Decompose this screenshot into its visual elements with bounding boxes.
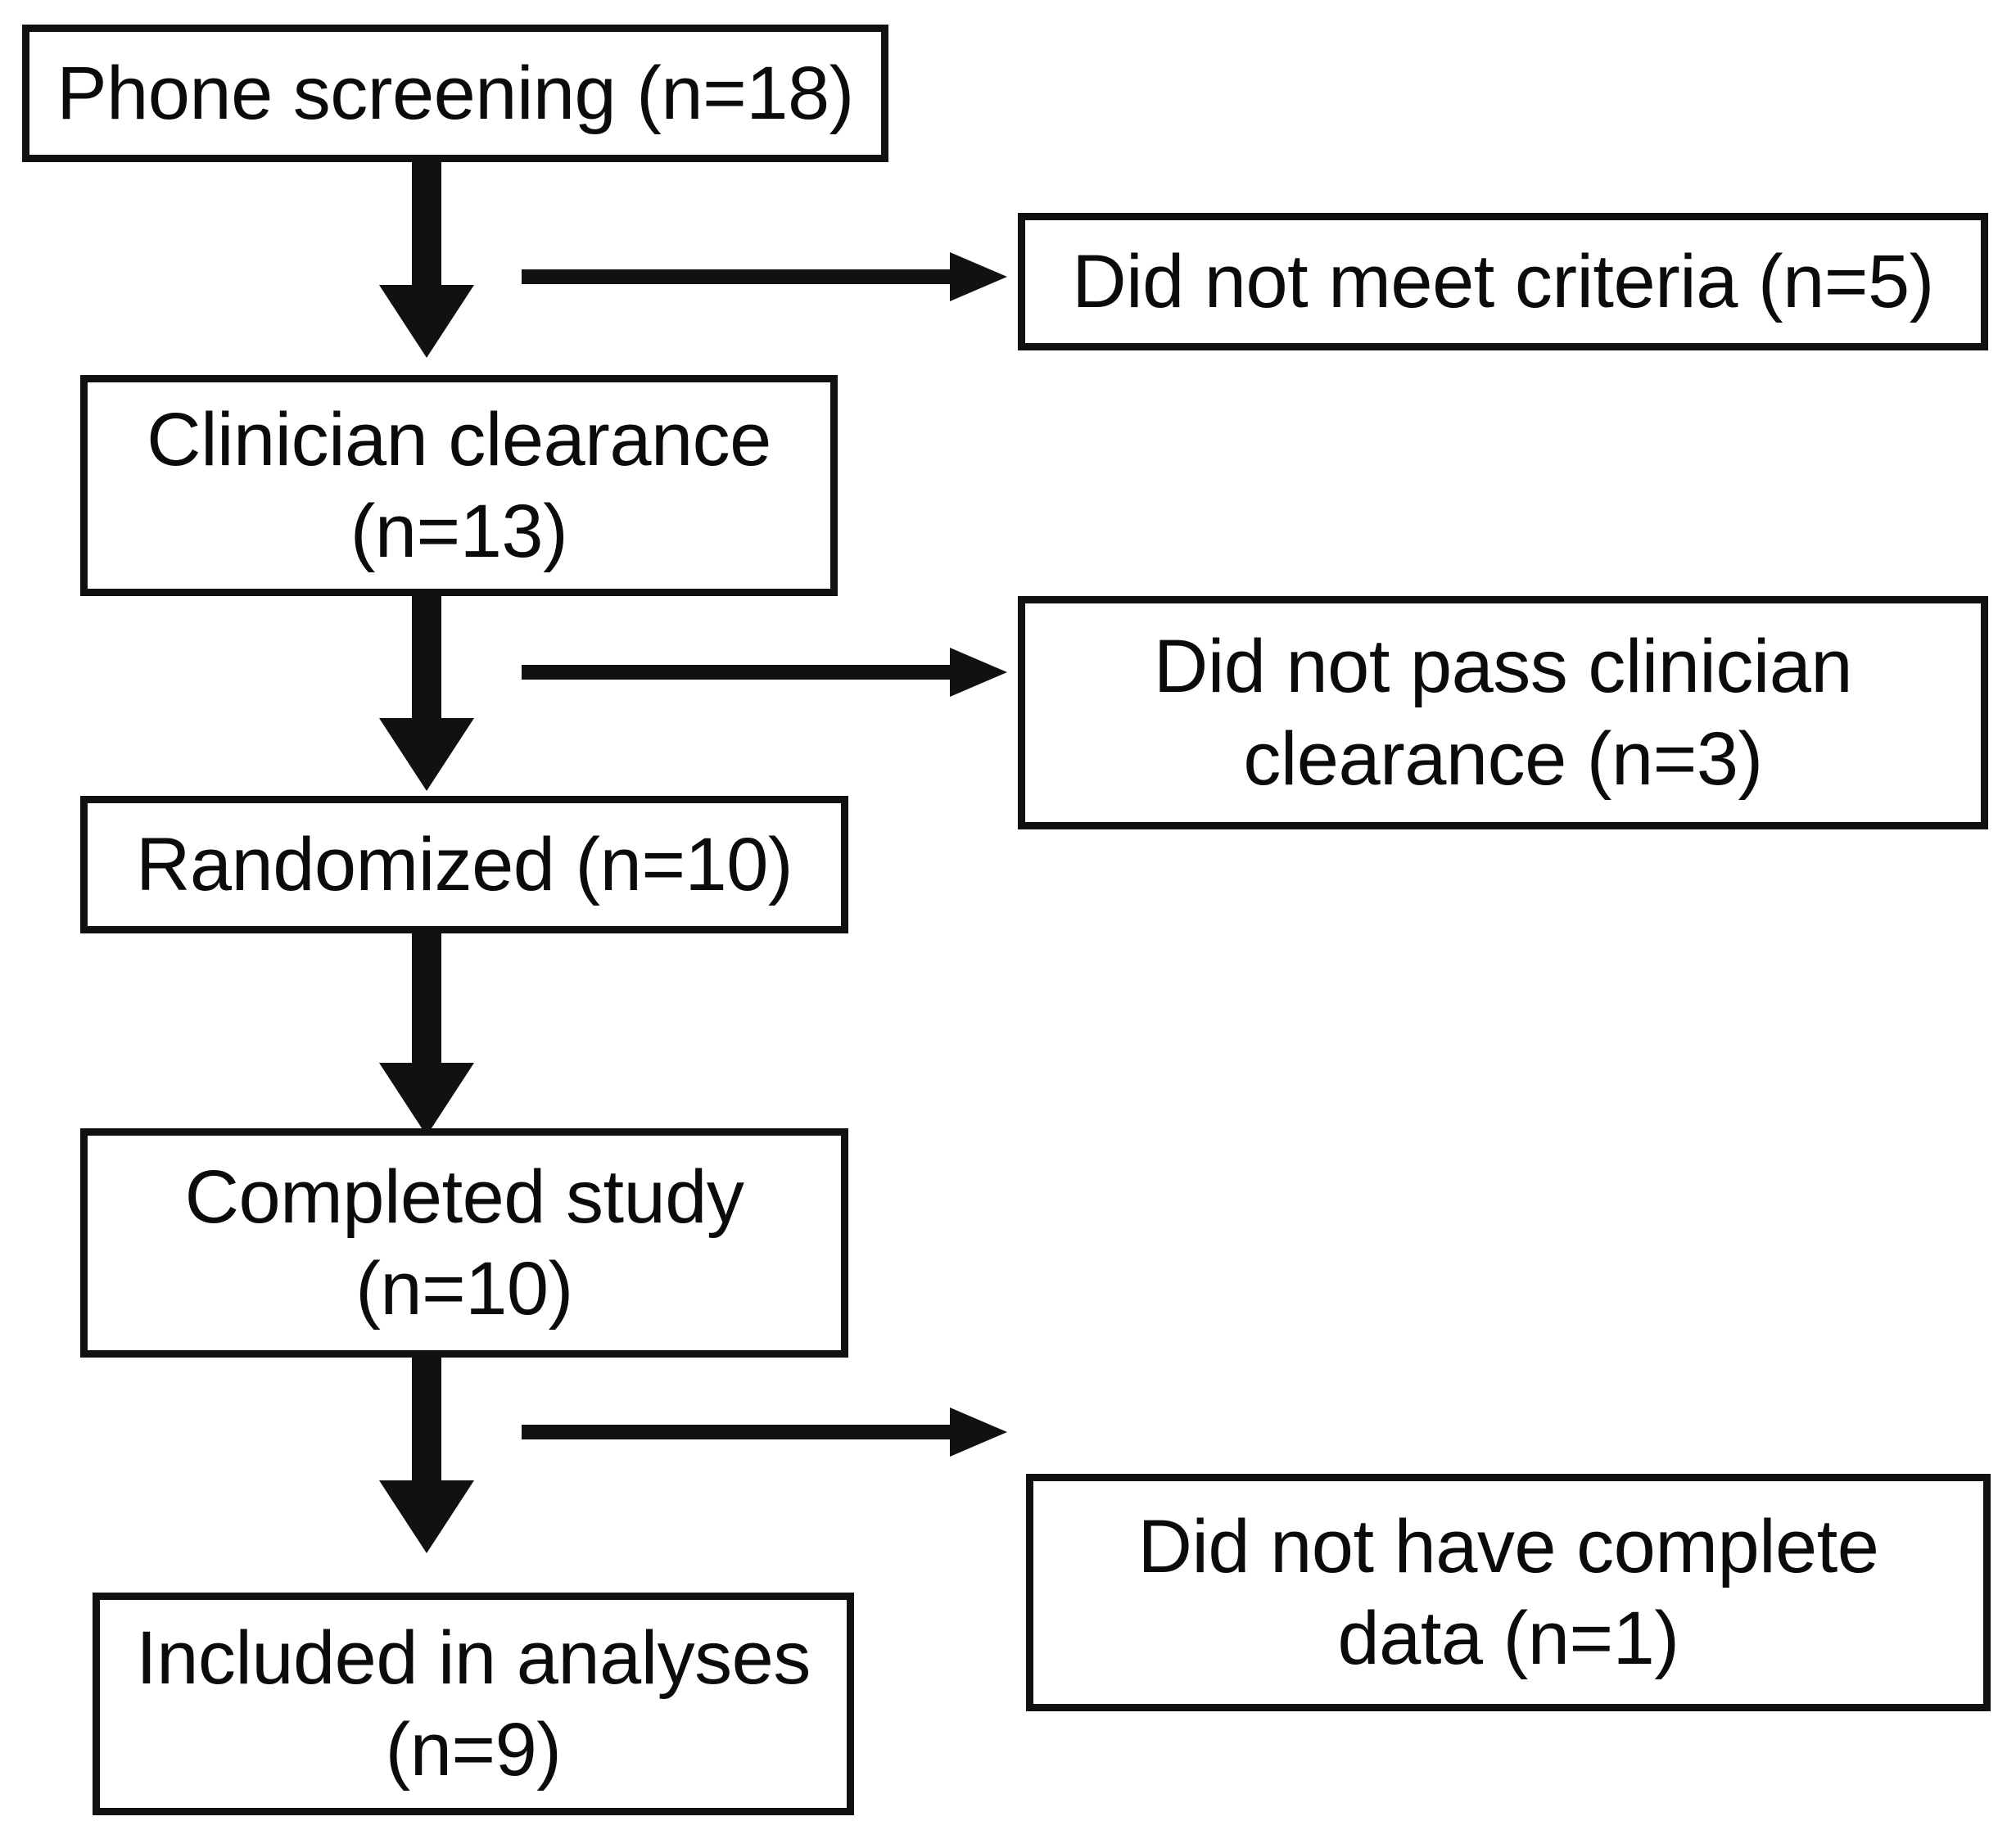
edge-completed-to-included — [379, 1356, 474, 1553]
edge-phone-to-excluded — [522, 252, 1007, 301]
node-did-not-pass-clinician-clearance[interactable]: Did not pass clinician clearance (n=3) — [1018, 596, 1988, 829]
node-clinician-clearance-label: Clinician clearance (n=13) — [147, 397, 771, 573]
node-completed-study[interactable]: Completed study (n=10) — [80, 1128, 848, 1358]
node-completed-study-label: Completed study (n=10) — [184, 1154, 744, 1331]
node-phone-screening[interactable]: Phone screening (n=18) — [22, 25, 888, 162]
node-included-in-analyses[interactable]: Included in analyses (n=9) — [93, 1593, 854, 1815]
node-did-not-meet-criteria[interactable]: Did not meet criteria (n=5) — [1018, 213, 1988, 350]
node-did-not-have-complete-data-label: Did not have complete data (n=1) — [1137, 1504, 1879, 1680]
edge-phone-to-clearance — [379, 160, 474, 358]
node-randomized[interactable]: Randomized (n=10) — [80, 796, 848, 933]
edge-clearance-to-randomized — [379, 594, 474, 791]
node-phone-screening-label: Phone screening (n=18) — [57, 51, 854, 135]
node-did-not-pass-clinician-clearance-label: Did not pass clinician clearance (n=3) — [1153, 625, 1853, 801]
node-did-not-have-complete-data[interactable]: Did not have complete data (n=1) — [1026, 1474, 1991, 1711]
edge-completed-to-excluded — [522, 1408, 1007, 1457]
edge-randomized-to-completed — [379, 932, 474, 1136]
node-included-in-analyses-label: Included in analyses (n=9) — [136, 1615, 811, 1792]
node-clinician-clearance[interactable]: Clinician clearance (n=13) — [80, 375, 838, 596]
edge-clearance-to-excluded — [522, 648, 1007, 697]
node-did-not-meet-criteria-label: Did not meet criteria (n=5) — [1072, 239, 1934, 323]
node-randomized-label: Randomized (n=10) — [135, 822, 793, 906]
